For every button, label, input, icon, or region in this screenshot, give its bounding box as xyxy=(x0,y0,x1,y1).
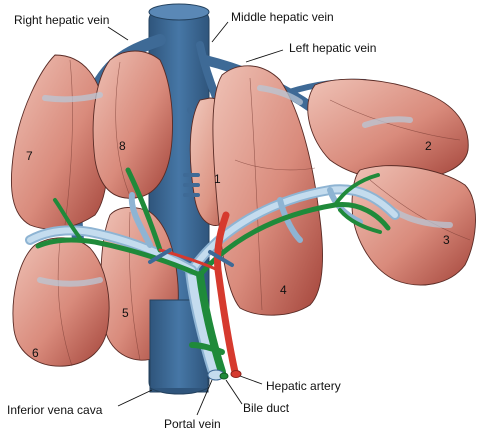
label-left-hepatic-vein: Left hepatic vein xyxy=(289,41,376,55)
segment-6-number: 6 xyxy=(32,346,39,360)
ivc-bottom-edge xyxy=(149,387,209,395)
bile-duct-segment-8 xyxy=(125,167,163,253)
portal-vein-segment-8-branch xyxy=(128,192,153,248)
hepatic-artery-main xyxy=(214,211,239,376)
segment-4-number: 4 xyxy=(280,283,287,297)
segment-2-lobe xyxy=(307,78,469,181)
segment-3-lobe xyxy=(351,165,476,286)
segment-4-lobe xyxy=(212,65,323,316)
bile-duct-stub xyxy=(189,342,225,355)
label-inferior-vena-cava: Inferior vena cava xyxy=(7,403,103,417)
bile-duct-right xyxy=(35,237,203,278)
segment-8-lobe xyxy=(92,50,173,199)
inferior-vena-cava-top-opening xyxy=(148,3,210,21)
segment-5-number: 5 xyxy=(122,306,129,320)
leader-lines xyxy=(107,21,284,416)
segment-8-number: 8 xyxy=(119,139,126,153)
bile-duct-network xyxy=(35,167,391,376)
bile-duct-segment-3 xyxy=(338,208,382,234)
ivc-tributaries xyxy=(148,173,234,267)
hepatic-artery-stump xyxy=(230,370,242,378)
segment-7-number: 7 xyxy=(26,149,33,163)
bile-duct-segment-2 xyxy=(333,173,380,207)
bile-duct-left xyxy=(197,202,391,278)
liver-lobes xyxy=(10,50,476,367)
bile-duct-stump xyxy=(219,372,229,380)
segment-1-number: 1 xyxy=(214,172,221,186)
label-middle-hepatic-vein: Middle hepatic vein xyxy=(231,10,334,24)
portal-vein-segment-4-branch xyxy=(277,197,303,243)
segment-6-lobe xyxy=(12,237,110,367)
segment-3-number: 3 xyxy=(443,233,450,247)
label-right-hepatic-vein: Right hepatic vein xyxy=(14,13,109,27)
segment-2-number: 2 xyxy=(425,139,432,153)
embedded-vessel-shadows xyxy=(37,85,453,287)
bile-duct-main xyxy=(196,271,226,376)
label-portal-vein: Portal vein xyxy=(164,417,221,431)
label-hepatic-artery: Hepatic artery xyxy=(266,379,341,393)
label-bile-duct: Bile duct xyxy=(243,401,290,415)
bile-duct-segment-7 xyxy=(53,198,82,240)
